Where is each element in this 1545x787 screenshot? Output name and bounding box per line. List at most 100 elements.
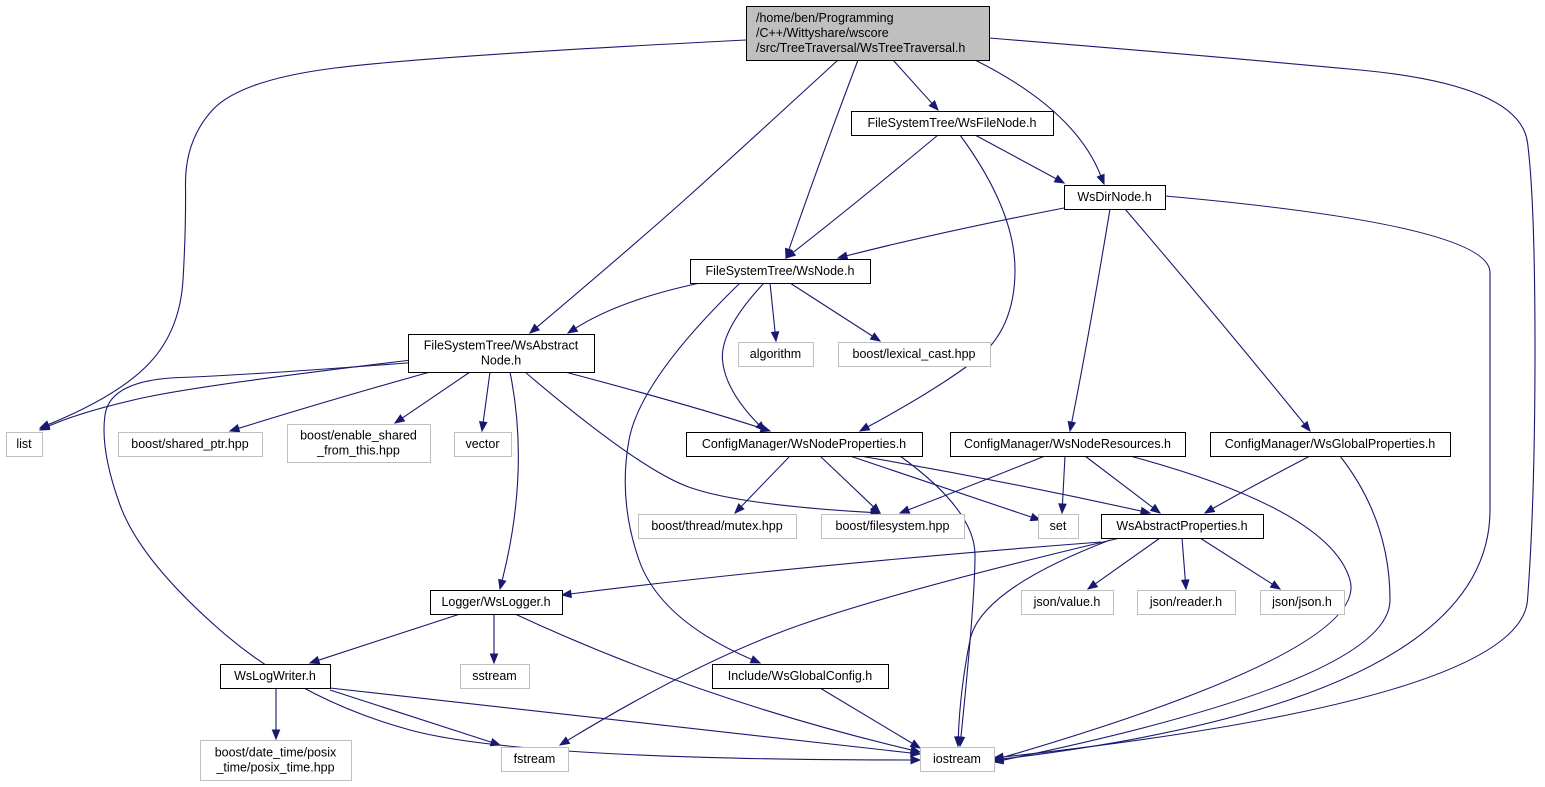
arrowhead-icon: [271, 729, 281, 741]
edge-wsglobalproperties-to-wsabstractproperties: [1203, 455, 1311, 514]
edge-wsnoderesources-to-filesystem: [898, 455, 1046, 514]
node-label: sstream: [472, 669, 516, 683]
edge-line: [788, 59, 859, 250]
node-wslogger[interactable]: Logger/WsLogger.h: [430, 590, 563, 615]
node-box: [690, 259, 871, 284]
node-label: vector: [465, 437, 499, 451]
edge-wsnodeproperties-to-filesystem: [819, 455, 881, 514]
node-label: json/reader.h: [1149, 595, 1222, 609]
node-wsglobalproperties[interactable]: ConfigManager/WsGlobalProperties.h: [1210, 432, 1451, 457]
node-fstream: fstream: [501, 747, 569, 772]
node-box: [501, 747, 569, 772]
node-box: [686, 432, 923, 457]
edge-line: [1061, 455, 1066, 505]
node-box: [821, 514, 965, 539]
edge-line: [501, 371, 519, 581]
edge-line: [536, 59, 839, 328]
node-box: [200, 740, 352, 781]
edge-line: [908, 455, 1046, 511]
node-wsnoderesources[interactable]: ConfigManager/WsNodeResources.h: [950, 432, 1186, 457]
edge-wsdirnode-to-wsnode: [836, 207, 1065, 260]
arrowhead-icon: [954, 736, 963, 748]
node-label: fstream: [514, 752, 556, 766]
edge-line: [567, 537, 1121, 741]
node-filesystem: boost/filesystem.hpp: [821, 514, 965, 539]
node-posix_time: boost/date_time/posix_time/posix_time.hp…: [200, 740, 352, 781]
node-wsdirnode[interactable]: WsDirNode.h: [1064, 185, 1166, 210]
edge-line: [318, 613, 461, 661]
arrowhead-icon: [558, 736, 571, 746]
edge-wsabstractnode-to-wsnodeproperties: [564, 371, 772, 433]
node-box: [838, 342, 991, 367]
node-box: [712, 664, 889, 689]
node-wsnode[interactable]: FileSystemTree/WsNode.h: [690, 259, 871, 284]
edge-wsnode-to-algorithm: [769, 282, 780, 343]
edge-wsabstractproperties-to-json_json: [1199, 537, 1282, 590]
node-wsabstractproperties[interactable]: WsAbstractProperties.h: [1101, 514, 1264, 539]
edge-line: [1212, 455, 1311, 509]
edge-line: [514, 613, 912, 751]
node-label: algorithm: [750, 347, 801, 361]
arrowhead-icon: [910, 748, 922, 758]
edge-line: [769, 282, 776, 333]
node-label: /C++/Wittyshare/wscore: [756, 26, 889, 40]
edge-line: [892, 59, 933, 104]
edge-line: [1002, 195, 1491, 760]
edge-line: [819, 455, 874, 508]
node-wslogwriter[interactable]: WsLogWriter.h: [220, 664, 331, 689]
node-label: set: [1050, 519, 1067, 533]
edge-line: [846, 207, 1065, 257]
node-wsfilenode[interactable]: FileSystemTree/WsFileNode.h: [851, 111, 1054, 136]
node-label: FileSystemTree/WsNode.h: [706, 264, 855, 278]
node-list: list: [6, 432, 43, 457]
edge-wsnode-to-wsabstractnode: [566, 282, 701, 334]
node-root[interactable]: /home/ben/Programming/C++/Wittyshare/wsc…: [746, 6, 990, 61]
edge-root-to-wsfilenode: [892, 59, 939, 112]
node-box: [460, 664, 530, 689]
node-label: _time/posix_time.hpp: [215, 761, 334, 775]
edge-line: [103, 361, 912, 761]
arrowhead-icon: [1139, 506, 1152, 516]
edge-wslogwriter-to-fstream: [329, 689, 502, 747]
edge-wsabstractproperties-to-wslogger: [560, 541, 1102, 599]
arrowhead-icon: [1203, 504, 1216, 514]
edge-wsabstractproperties-to-iostream: [954, 539, 1111, 748]
arrowhead-icon: [489, 653, 499, 665]
node-wsglobalconfig[interactable]: Include/WsGlobalConfig.h: [712, 664, 889, 689]
node-label: Logger/WsLogger.h: [441, 595, 550, 609]
node-box: [1064, 185, 1166, 210]
node-enable_shared: boost/enable_shared_from_this.hpp: [287, 424, 431, 463]
arrowhead-icon: [478, 421, 488, 433]
edge-line: [624, 282, 752, 660]
edge-line: [867, 134, 1016, 428]
node-set: set: [1038, 514, 1079, 539]
edge-wsnoderesources-to-wsabstractproperties: [1084, 455, 1162, 514]
node-box: [408, 334, 595, 373]
edge-wsabstractnode-to-wslogger: [498, 371, 519, 591]
node-box: [1260, 590, 1345, 615]
edge-wsabstractnode-to-list: [38, 358, 421, 431]
edge-line: [1084, 455, 1154, 508]
arrowhead-icon: [928, 100, 939, 112]
node-label: ConfigManager/WsNodeResources.h: [964, 437, 1171, 451]
node-wsnodeproperties[interactable]: ConfigManager/WsNodeProperties.h: [686, 432, 923, 457]
edge-wsabstractnode-to-shared_ptr: [228, 371, 431, 433]
edge-root-to-wsabstractnode: [528, 59, 839, 334]
node-box: [1210, 432, 1451, 457]
edge-line: [47, 358, 421, 427]
arrowhead-icon: [1086, 579, 1099, 590]
edge-line: [1181, 537, 1186, 581]
edge-line: [1002, 455, 1391, 761]
edge-wsabstractnode-to-iostream: [103, 361, 922, 765]
arrowhead-icon: [910, 755, 922, 765]
edge-wsfilenode-to-wsnode: [784, 134, 939, 259]
arrowhead-icon: [759, 423, 772, 433]
edge-layer: [38, 37, 1536, 765]
edge-line: [524, 371, 872, 514]
arrowhead-icon: [528, 323, 541, 334]
node-box: [287, 424, 431, 463]
edge-line: [1095, 537, 1161, 585]
node-label: boost/filesystem.hpp: [836, 519, 950, 533]
node-box: [118, 432, 263, 457]
